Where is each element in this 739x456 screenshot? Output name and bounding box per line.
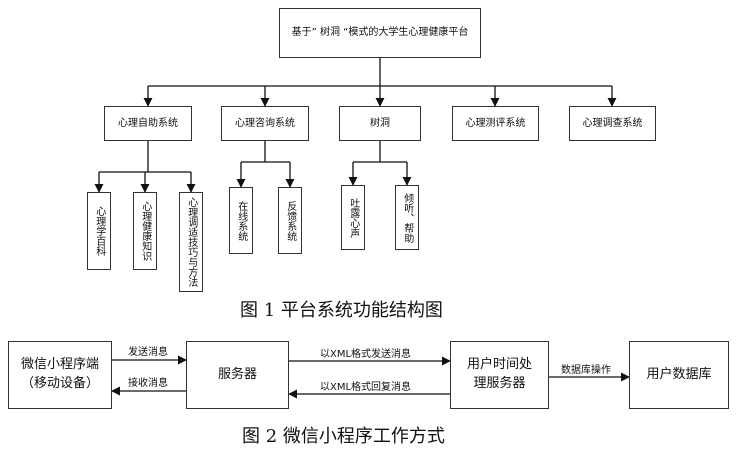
node-user-database: 用户数据库 (629, 341, 729, 409)
node-wechat-client: 微信小程序端（移动设备） (8, 341, 112, 409)
module-self-help: 心理自助系统 (104, 106, 192, 141)
module-counseling-label: 心理咨询系统 (235, 117, 295, 129)
node-psychology-encyclopedia-label: 心理学百科 (93, 206, 105, 256)
node-listen-help-label: 倾听、帮助 (401, 192, 413, 243)
module-self-help-label: 心理自助系统 (118, 117, 178, 129)
node-event-handler-server-label: 用户时间处理服务器 (466, 357, 532, 391)
edge-label-db-operation: 数据库操作 (561, 365, 611, 376)
edge-label-send-message: 发送消息 (128, 347, 168, 358)
figure-1-caption: 图 1 平台系统功能结构图 (240, 300, 443, 321)
node-online-system-label: 在线系统 (235, 200, 247, 241)
node-adjustment-skills: 心理调适技巧与方法 (179, 192, 203, 292)
node-pour-heart: 吐露心声 (341, 185, 365, 250)
edge-label-reply-xml: 以XML格式回复消息 (320, 382, 412, 393)
module-treehole-label: 树洞 (370, 117, 390, 129)
node-adjustment-skills-label: 心理调适技巧与方法 (185, 197, 197, 287)
node-mental-health-knowledge-label: 心理健康知识 (139, 201, 151, 261)
module-assessment-label: 心理测评系统 (465, 117, 526, 129)
root-node: 基于” 树洞 “模式的大学生心理健康平台 (279, 8, 481, 58)
node-feedback-system-label: 反馈系统 (284, 200, 296, 241)
edge-label-receive-message: 接收消息 (128, 378, 168, 389)
node-listen-help: 倾听、帮助 (395, 185, 419, 250)
node-server-label: 服务器 (217, 366, 257, 382)
node-event-handler-server: 用户时间处理服务器 (450, 341, 549, 409)
node-psychology-encyclopedia: 心理学百科 (87, 192, 111, 270)
module-survey: 心理调查系统 (569, 106, 656, 141)
node-mental-health-knowledge: 心理健康知识 (133, 192, 157, 270)
figure-2-caption: 图 2 微信小程序工作方式 (242, 426, 445, 447)
module-treehole: 树洞 (339, 106, 421, 141)
module-counseling: 心理咨询系统 (221, 106, 309, 141)
module-assessment: 心理测评系统 (452, 106, 539, 141)
module-survey-label: 心理调查系统 (582, 117, 643, 129)
node-pour-heart-label: 吐露心声 (347, 197, 359, 238)
node-feedback-system: 反馈系统 (278, 187, 302, 254)
root-node-label: 基于” 树洞 “模式的大学生心理健康平台 (291, 27, 469, 39)
edge-label-send-xml: 以XML格式发送消息 (320, 349, 412, 360)
node-wechat-client-label: 微信小程序端（移动设备） (20, 357, 99, 391)
node-online-system: 在线系统 (229, 187, 253, 254)
node-server: 服务器 (186, 341, 289, 409)
node-user-database-label: 用户数据库 (646, 366, 712, 382)
